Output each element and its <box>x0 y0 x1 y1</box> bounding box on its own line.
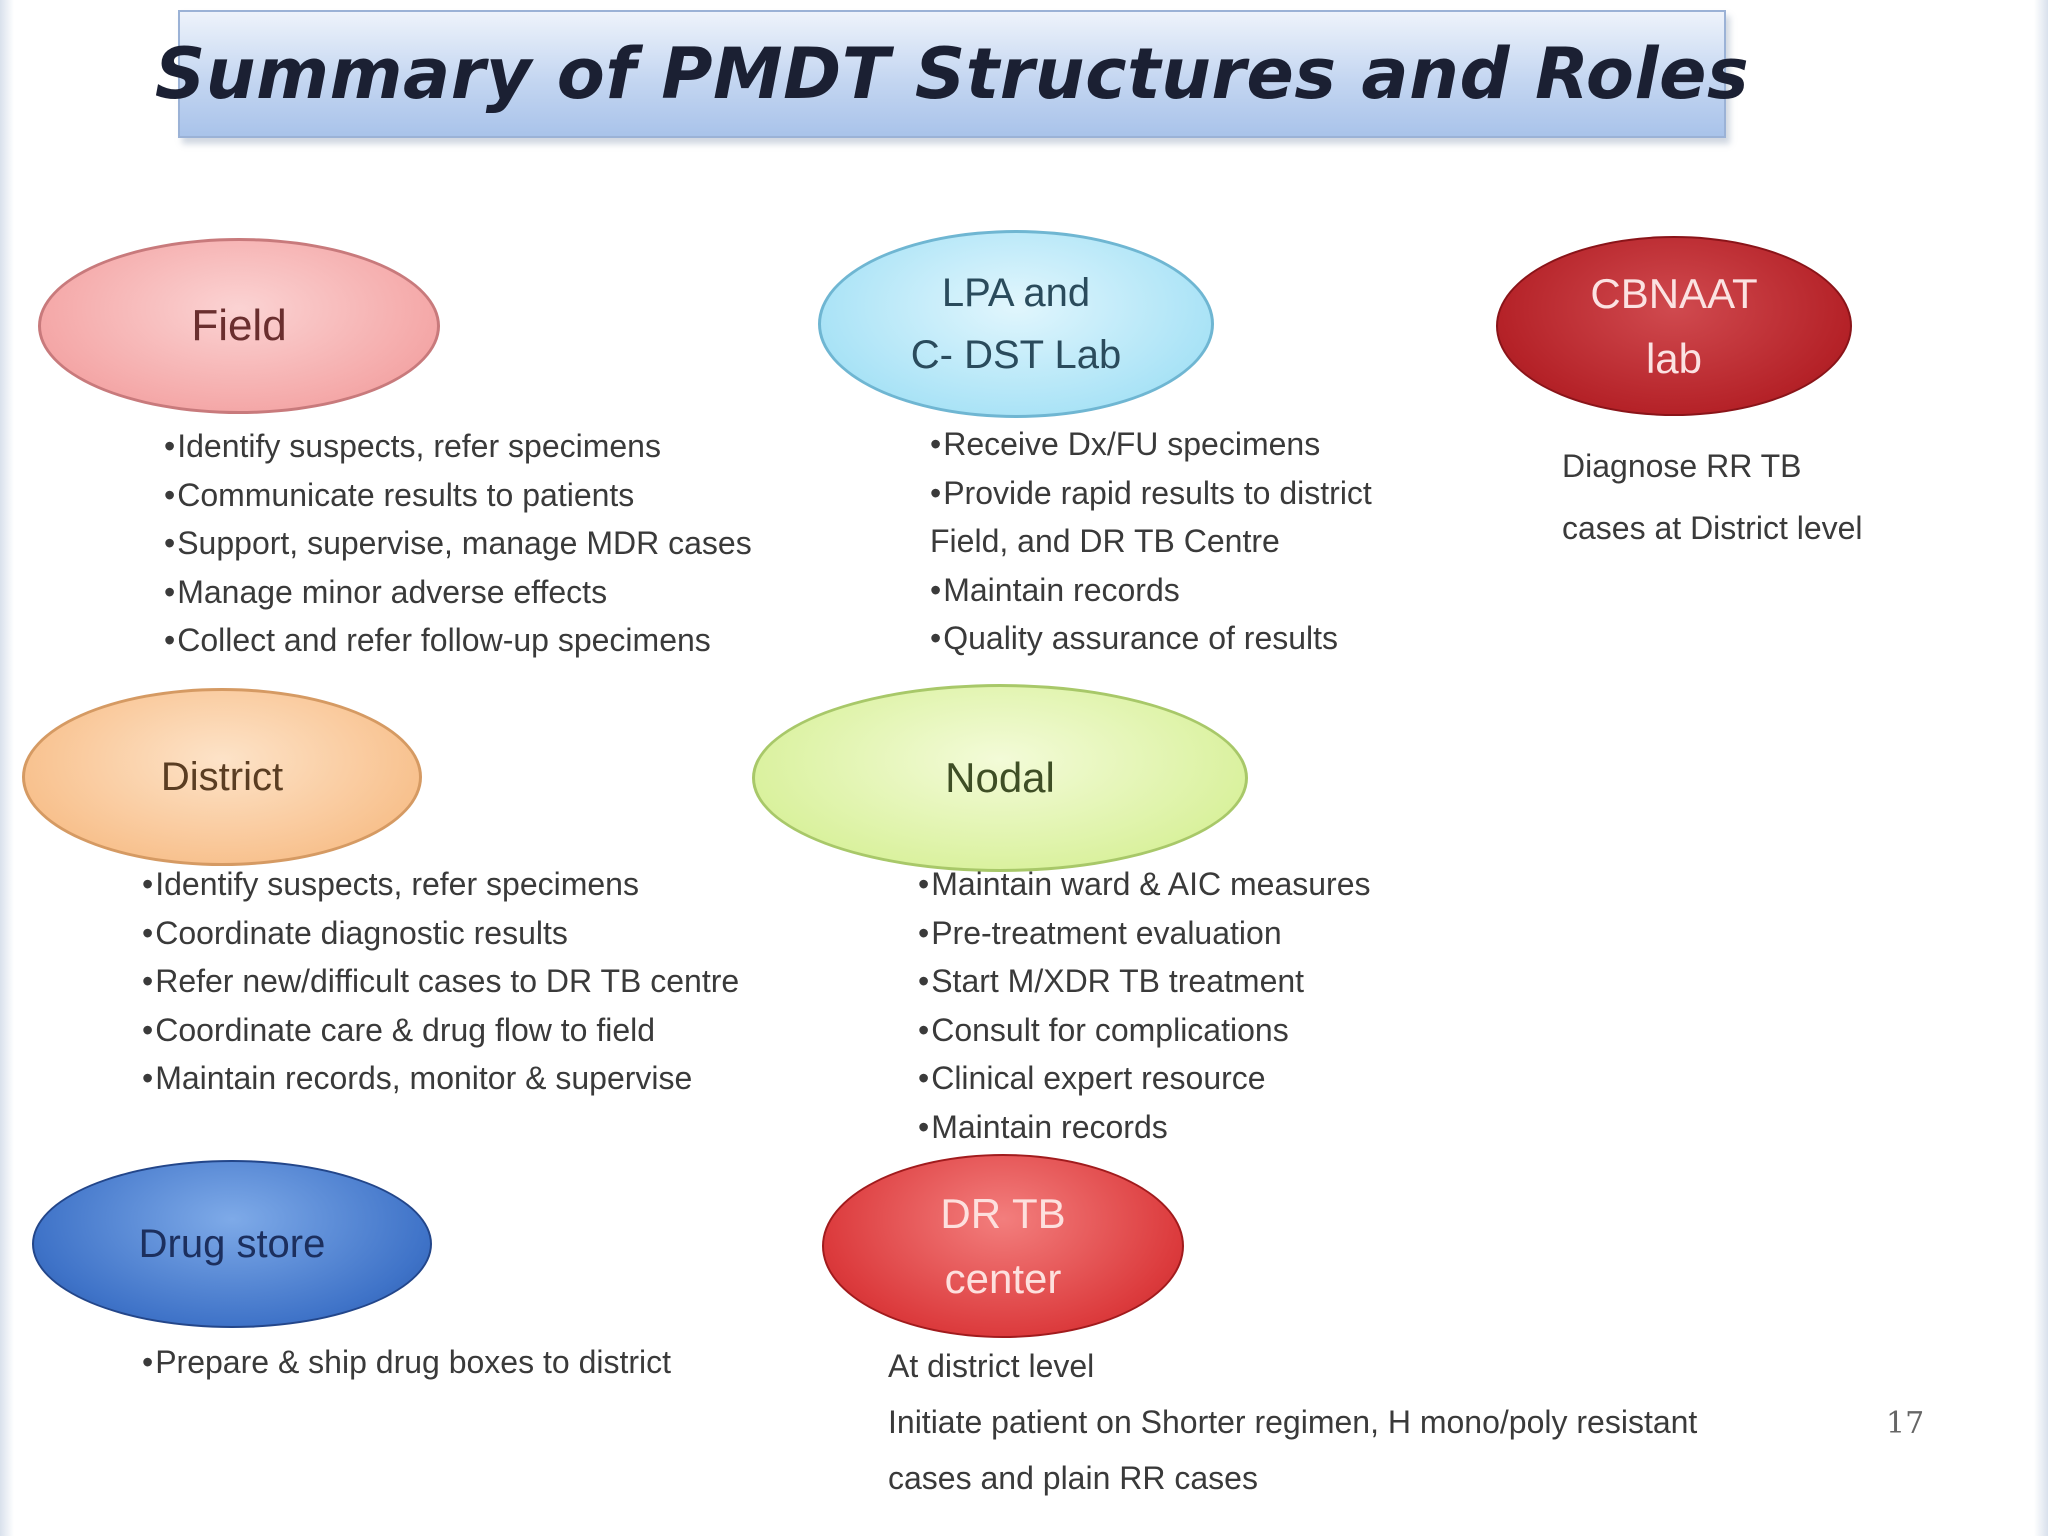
nodal-node: Nodal <box>752 684 1248 872</box>
lpa-lab-role-continuation: Field, and DR TB Centre <box>930 517 1372 566</box>
drug-store-node: Drug store <box>32 1160 432 1328</box>
district-role: Coordinate diagnostic results <box>142 909 739 958</box>
dr-tb-center-description: At district level Initiate patient on Sh… <box>888 1338 1697 1506</box>
nodal-role: Consult for complications <box>918 1006 1371 1055</box>
lpa-lab-node-label-line2: C- DST Lab <box>910 333 1122 377</box>
cbnaat-lab-node-label-line1: CBNAAT <box>1590 269 1758 317</box>
cbnaat-lab-node: CBNAAT lab <box>1496 236 1852 416</box>
district-role: Identify suspects, refer specimens <box>142 860 739 909</box>
field-role: Manage minor adverse effects <box>164 568 752 617</box>
nodal-role: Maintain records <box>918 1103 1371 1152</box>
dr-tb-center-description-line: cases and plain RR cases <box>888 1460 1258 1496</box>
slide-title: Summary of PMDT Structures and Roles <box>154 33 1750 115</box>
title-banner: Summary of PMDT Structures and Roles <box>155 10 1749 138</box>
field-roles-list: Identify suspects, refer specimens Commu… <box>164 422 752 665</box>
field-node: Field <box>38 238 440 414</box>
drug-store-roles-list: Prepare & ship drug boxes to district <box>142 1338 671 1387</box>
district-role: Coordinate care & drug flow to field <box>142 1006 739 1055</box>
dr-tb-center-node-label-line2: center <box>944 1255 1062 1302</box>
lpa-lab-role: Maintain records <box>930 566 1372 615</box>
nodal-role: Start M/XDR TB treatment <box>918 957 1371 1006</box>
field-role: Support, supervise, manage MDR cases <box>164 519 751 568</box>
dr-tb-center-description-line: Initiate patient on Shorter regimen, H m… <box>888 1404 1698 1440</box>
lpa-lab-role: Receive Dx/FU specimens <box>930 420 1372 469</box>
district-role: Refer new/difficult cases to DR TB centr… <box>142 957 739 1006</box>
lpa-lab-role: Provide rapid results to district <box>930 469 1372 518</box>
nodal-role: Pre-treatment evaluation <box>918 909 1371 958</box>
lpa-lab-node: LPA and C- DST Lab <box>818 230 1214 418</box>
field-role: Communicate results to patients <box>164 471 752 520</box>
drug-store-node-label: Drug store <box>138 1222 326 1266</box>
district-roles-list: Identify suspects, refer specimens Coord… <box>142 860 739 1103</box>
cbnaat-lab-description: Diagnose RR TB cases at District level <box>1562 435 1863 559</box>
cbnaat-lab-description-line: cases at District level <box>1562 510 1863 546</box>
field-role: Collect and refer follow-up specimens <box>164 616 752 665</box>
lpa-lab-node-label-line1: LPA and <box>941 271 1091 315</box>
dr-tb-center-node: DR TB center <box>822 1154 1184 1338</box>
slide-number: 17 <box>1886 1406 1925 1441</box>
field-node-label: Field <box>191 300 287 350</box>
nodal-role: Clinical expert resource <box>918 1054 1371 1103</box>
field-role: Identify suspects, refer specimens <box>164 422 752 471</box>
nodal-role: Maintain ward & AIC measures <box>918 860 1370 909</box>
nodal-roles-list: Maintain ward & AIC measures Pre-treatme… <box>918 860 1371 1152</box>
district-role: Maintain records, monitor & supervise <box>142 1054 739 1103</box>
lpa-lab-role-continuation-text: Field, and DR TB Centre <box>930 523 1280 559</box>
dr-tb-center-node-label-line1: DR TB <box>940 1189 1066 1237</box>
lpa-lab-role: Quality assurance of results <box>930 614 1372 663</box>
nodal-node-label: Nodal <box>945 754 1055 802</box>
district-node: District <box>22 688 422 866</box>
district-node-label: District <box>160 755 284 799</box>
cbnaat-lab-node-label-line2: lab <box>1645 335 1703 382</box>
dr-tb-center-description-line: At district level <box>888 1348 1095 1384</box>
cbnaat-lab-description-line: Diagnose RR TB <box>1562 448 1802 484</box>
drug-store-role: Prepare & ship drug boxes to district <box>142 1338 671 1387</box>
lpa-lab-roles-list: Receive Dx/FU specimens Provide rapid re… <box>930 420 1372 663</box>
